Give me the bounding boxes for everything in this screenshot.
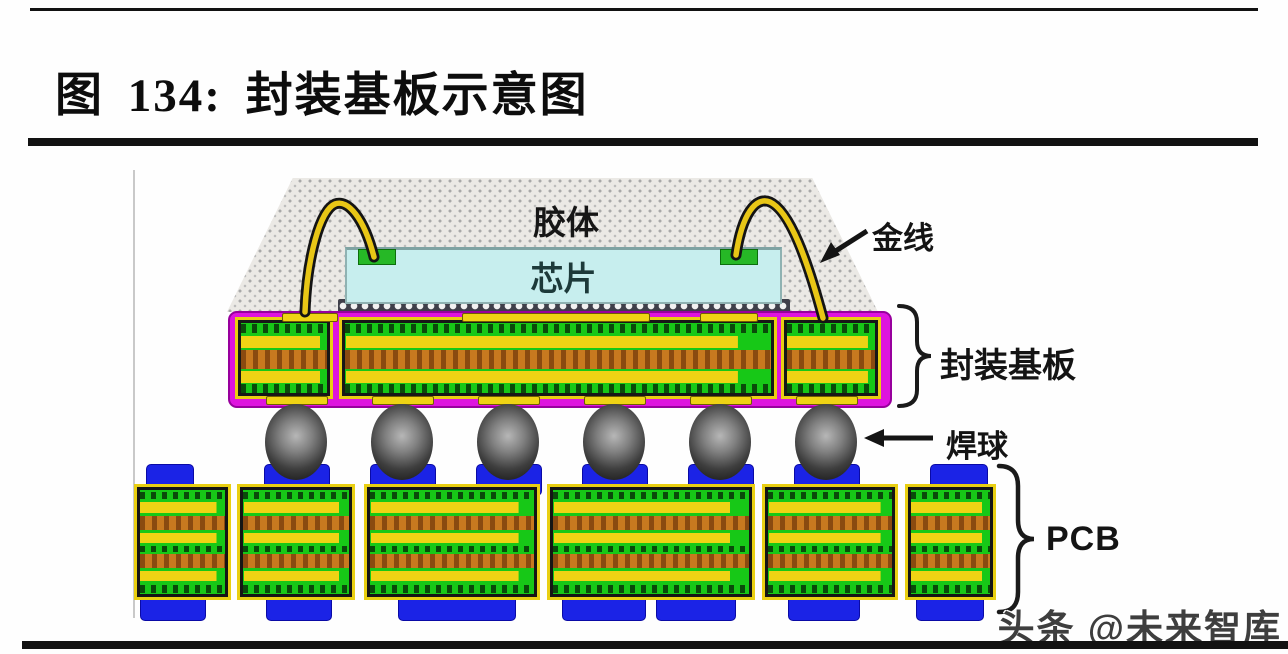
pcb-block [908,487,993,597]
pcb-label: PCB [1046,520,1121,558]
substrate-label: 封装基板 [940,347,1076,385]
figure-left-border [133,170,135,618]
chip-body: 芯片 [345,247,782,304]
solder-ball [371,404,433,480]
solder-ball [689,404,751,480]
substrate-trace-segment [462,313,650,322]
title-rule-top [30,8,1258,11]
solder-ball [583,404,645,480]
substrate-trace-segment [282,313,338,322]
substrate-panel [784,320,878,396]
substrate-trace-segment [700,313,758,322]
pcb-block [367,487,537,597]
title-rule-bottom [28,138,1258,146]
solder-ball-label: 焊球 [946,429,1008,464]
gold-wire-label: 金线 [872,221,934,256]
substrate-panel [238,320,330,396]
pcb-brace [996,463,1035,615]
bond-pad-left [358,249,396,265]
pcb-block [240,487,352,597]
solder-ball-arrowhead [864,429,884,447]
solder-ball [477,404,539,480]
page-bottom-rule [22,641,1288,649]
substrate-panel [342,320,774,396]
solder-ball [795,404,857,480]
pcb-block [765,487,895,597]
pcb-block [550,487,752,597]
substrate-brace [897,304,932,408]
chip-label: 芯片 [530,260,597,297]
bond-pad-right [720,249,758,265]
pcb-block [137,487,228,597]
page-title: 图 134: 封装基板示意图 [55,70,589,122]
solder-ball [265,404,327,480]
mold-label: 胶体 [533,204,599,241]
